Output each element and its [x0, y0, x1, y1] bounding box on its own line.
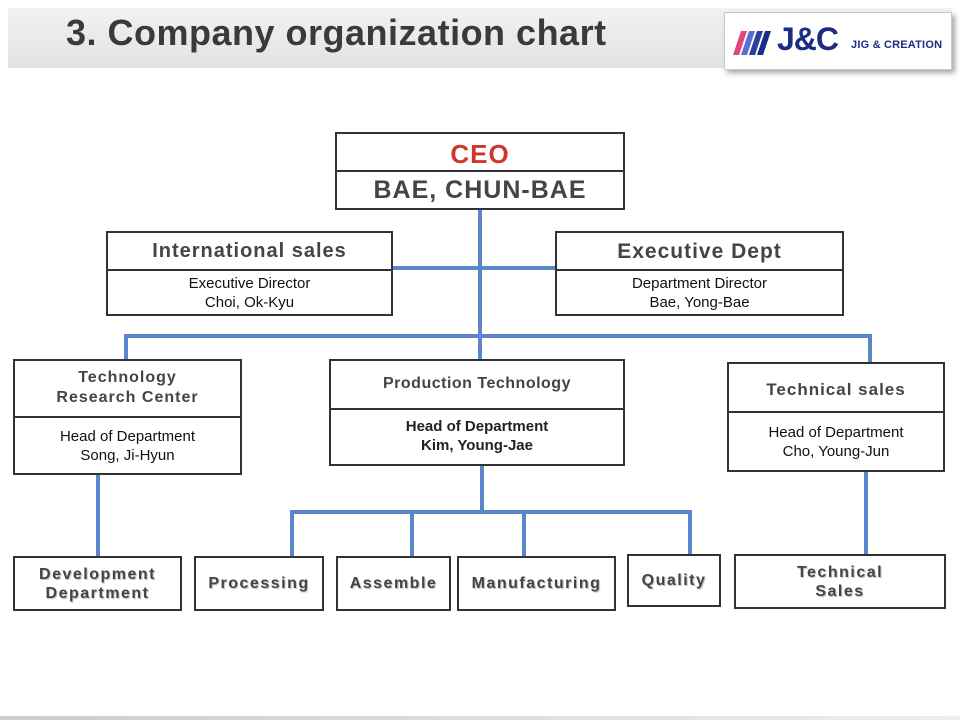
logo-stripes-icon: [733, 31, 771, 55]
tech-research-title: Technology Research Center: [15, 368, 240, 408]
assemble-label: Assemble: [349, 575, 438, 592]
production-tech-details: Head of Department Kim, Young-Jae: [331, 417, 623, 455]
technical-sales-unit-box: Technical Sales: [734, 554, 946, 609]
technical-sales-details: Head of Department Cho, Young-Jun: [729, 423, 943, 461]
tech-research-details: Head of Department Song, Ji-Hyun: [15, 427, 240, 465]
ceo-box: CEO BAE, CHUN-BAE: [335, 132, 625, 210]
processing-box: Processing: [194, 556, 324, 611]
executive-dept-person: Bae, Yong-Bae: [649, 294, 750, 311]
tech-research-title-line1: Technology: [78, 369, 177, 386]
technical-sales-person: Cho, Young-Jun: [782, 443, 890, 460]
processing-label: Processing: [208, 575, 310, 592]
quality-label: Quality: [641, 572, 707, 589]
development-line1: Development: [39, 565, 156, 583]
technical-sales-unit-line1: Technical: [796, 563, 884, 581]
ceo-title: CEO: [450, 139, 510, 169]
executive-dept-title: Executive Dept: [617, 240, 782, 263]
technical-sales-unit-line2: Sales: [815, 582, 865, 600]
tech-research-role: Head of Department: [59, 428, 196, 445]
divider: [337, 170, 623, 172]
executive-dept-details: Department Director Bae, Yong-Bae: [557, 274, 842, 312]
production-tech-title: Production Technology: [383, 375, 571, 392]
international-sales-person: Choi, Ok-Kyu: [204, 294, 295, 311]
assemble-box: Assemble: [336, 556, 451, 611]
divider: [15, 416, 240, 418]
production-tech-person: Kim, Young-Jae: [421, 437, 533, 454]
company-logo: J&C JIG & CREATION: [724, 12, 952, 70]
quality-box: Quality: [627, 554, 721, 607]
divider: [331, 408, 623, 410]
production-tech-box: Production Technology Head of Department…: [329, 359, 625, 466]
manufacturing-box: Manufacturing: [457, 556, 616, 611]
tech-research-box: Technology Research Center Head of Depar…: [13, 359, 242, 475]
tech-research-title-line2: Research Center: [56, 389, 199, 406]
international-sales-box: International sales Executive Director C…: [106, 231, 393, 316]
technical-sales-box: Technical sales Head of Department Cho, …: [727, 362, 945, 472]
bottom-rule: [0, 716, 960, 720]
logo-main-text: J&C: [777, 21, 839, 57]
manufacturing-label: Manufacturing: [471, 575, 602, 592]
international-sales-title: International sales: [152, 240, 347, 262]
ceo-name: BAE, CHUN-BAE: [373, 176, 587, 204]
international-sales-details: Executive Director Choi, Ok-Kyu: [108, 274, 391, 312]
executive-dept-box: Executive Dept Department Director Bae, …: [555, 231, 844, 316]
divider: [729, 411, 943, 413]
technical-sales-role: Head of Department: [768, 424, 904, 441]
tech-research-person: Song, Ji-Hyun: [80, 447, 175, 464]
divider: [557, 269, 842, 271]
logo-sub-text: JIG & CREATION: [851, 39, 943, 51]
divider: [108, 269, 391, 271]
executive-dept-role: Department Director: [631, 275, 768, 292]
production-tech-role: Head of Department: [405, 418, 549, 435]
technical-sales-title: Technical sales: [766, 380, 906, 399]
page-title: 3. Company organization chart: [66, 12, 607, 53]
international-sales-role: Executive Director: [188, 275, 311, 292]
development-department-box: Development Department: [13, 556, 182, 611]
development-line2: Department: [45, 584, 150, 602]
